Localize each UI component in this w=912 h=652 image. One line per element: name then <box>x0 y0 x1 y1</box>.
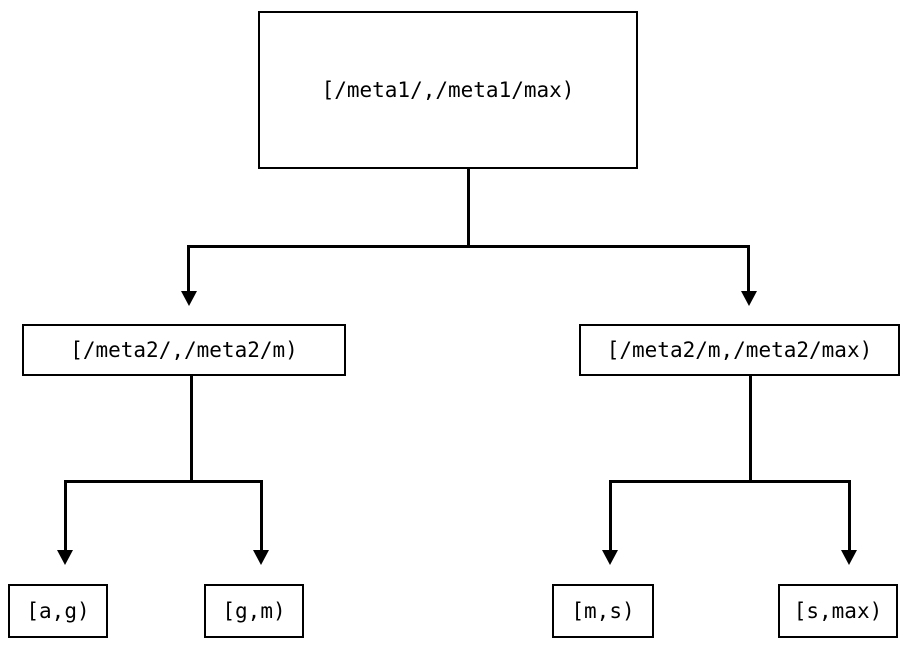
tree-node-root-label: [/meta1/,/meta1/max) <box>321 77 575 102</box>
arrowhead-down-icon-leaf-smax <box>841 550 857 565</box>
edge-left-branch-horizontal-bar <box>64 480 263 483</box>
edge-left-branch-to-leaf-ag <box>64 480 67 551</box>
tree-node-leaf-ag[interactable]: [a,g) <box>8 584 108 638</box>
edge-right-branch-to-leaf-smax <box>848 480 851 551</box>
edge-right-branch-stem <box>749 376 752 482</box>
tree-node-leaf-ms-label: [m,s) <box>571 598 635 623</box>
tree-node-left-branch[interactable]: [/meta2/,/meta2/m) <box>22 324 346 376</box>
arrowhead-down-icon-leaf-ms <box>602 550 618 565</box>
tree-node-leaf-ag-label: [a,g) <box>26 598 90 623</box>
edge-root-stem <box>467 168 470 247</box>
tree-node-right-branch-label: [/meta2/m,/meta2/max) <box>606 337 873 362</box>
edge-root-to-right-branch <box>747 245 750 292</box>
edge-right-branch-to-leaf-ms <box>609 480 612 551</box>
arrowhead-down-icon-left-branch <box>181 291 197 306</box>
tree-node-leaf-gm[interactable]: [g,m) <box>204 584 304 638</box>
arrowhead-down-icon-leaf-gm <box>253 550 269 565</box>
tree-node-leaf-smax-label: [s,max) <box>793 598 883 623</box>
edge-left-branch-to-leaf-gm <box>260 480 263 551</box>
tree-node-right-branch[interactable]: [/meta2/m,/meta2/max) <box>579 324 900 376</box>
tree-node-leaf-smax[interactable]: [s,max) <box>778 584 898 638</box>
tree-node-leaf-ms[interactable]: [m,s) <box>552 584 654 638</box>
edge-root-to-left-branch <box>187 245 190 292</box>
tree-node-leaf-gm-label: [g,m) <box>222 598 286 623</box>
edge-left-branch-stem <box>190 376 193 482</box>
arrowhead-down-icon-leaf-ag <box>57 550 73 565</box>
edge-root-horizontal-bar <box>187 245 750 248</box>
tree-node-root[interactable]: [/meta1/,/meta1/max) <box>258 11 638 169</box>
tree-node-left-branch-label: [/meta2/,/meta2/m) <box>70 337 298 362</box>
edge-right-branch-horizontal-bar <box>609 480 851 483</box>
arrowhead-down-icon-right-branch <box>741 291 757 306</box>
